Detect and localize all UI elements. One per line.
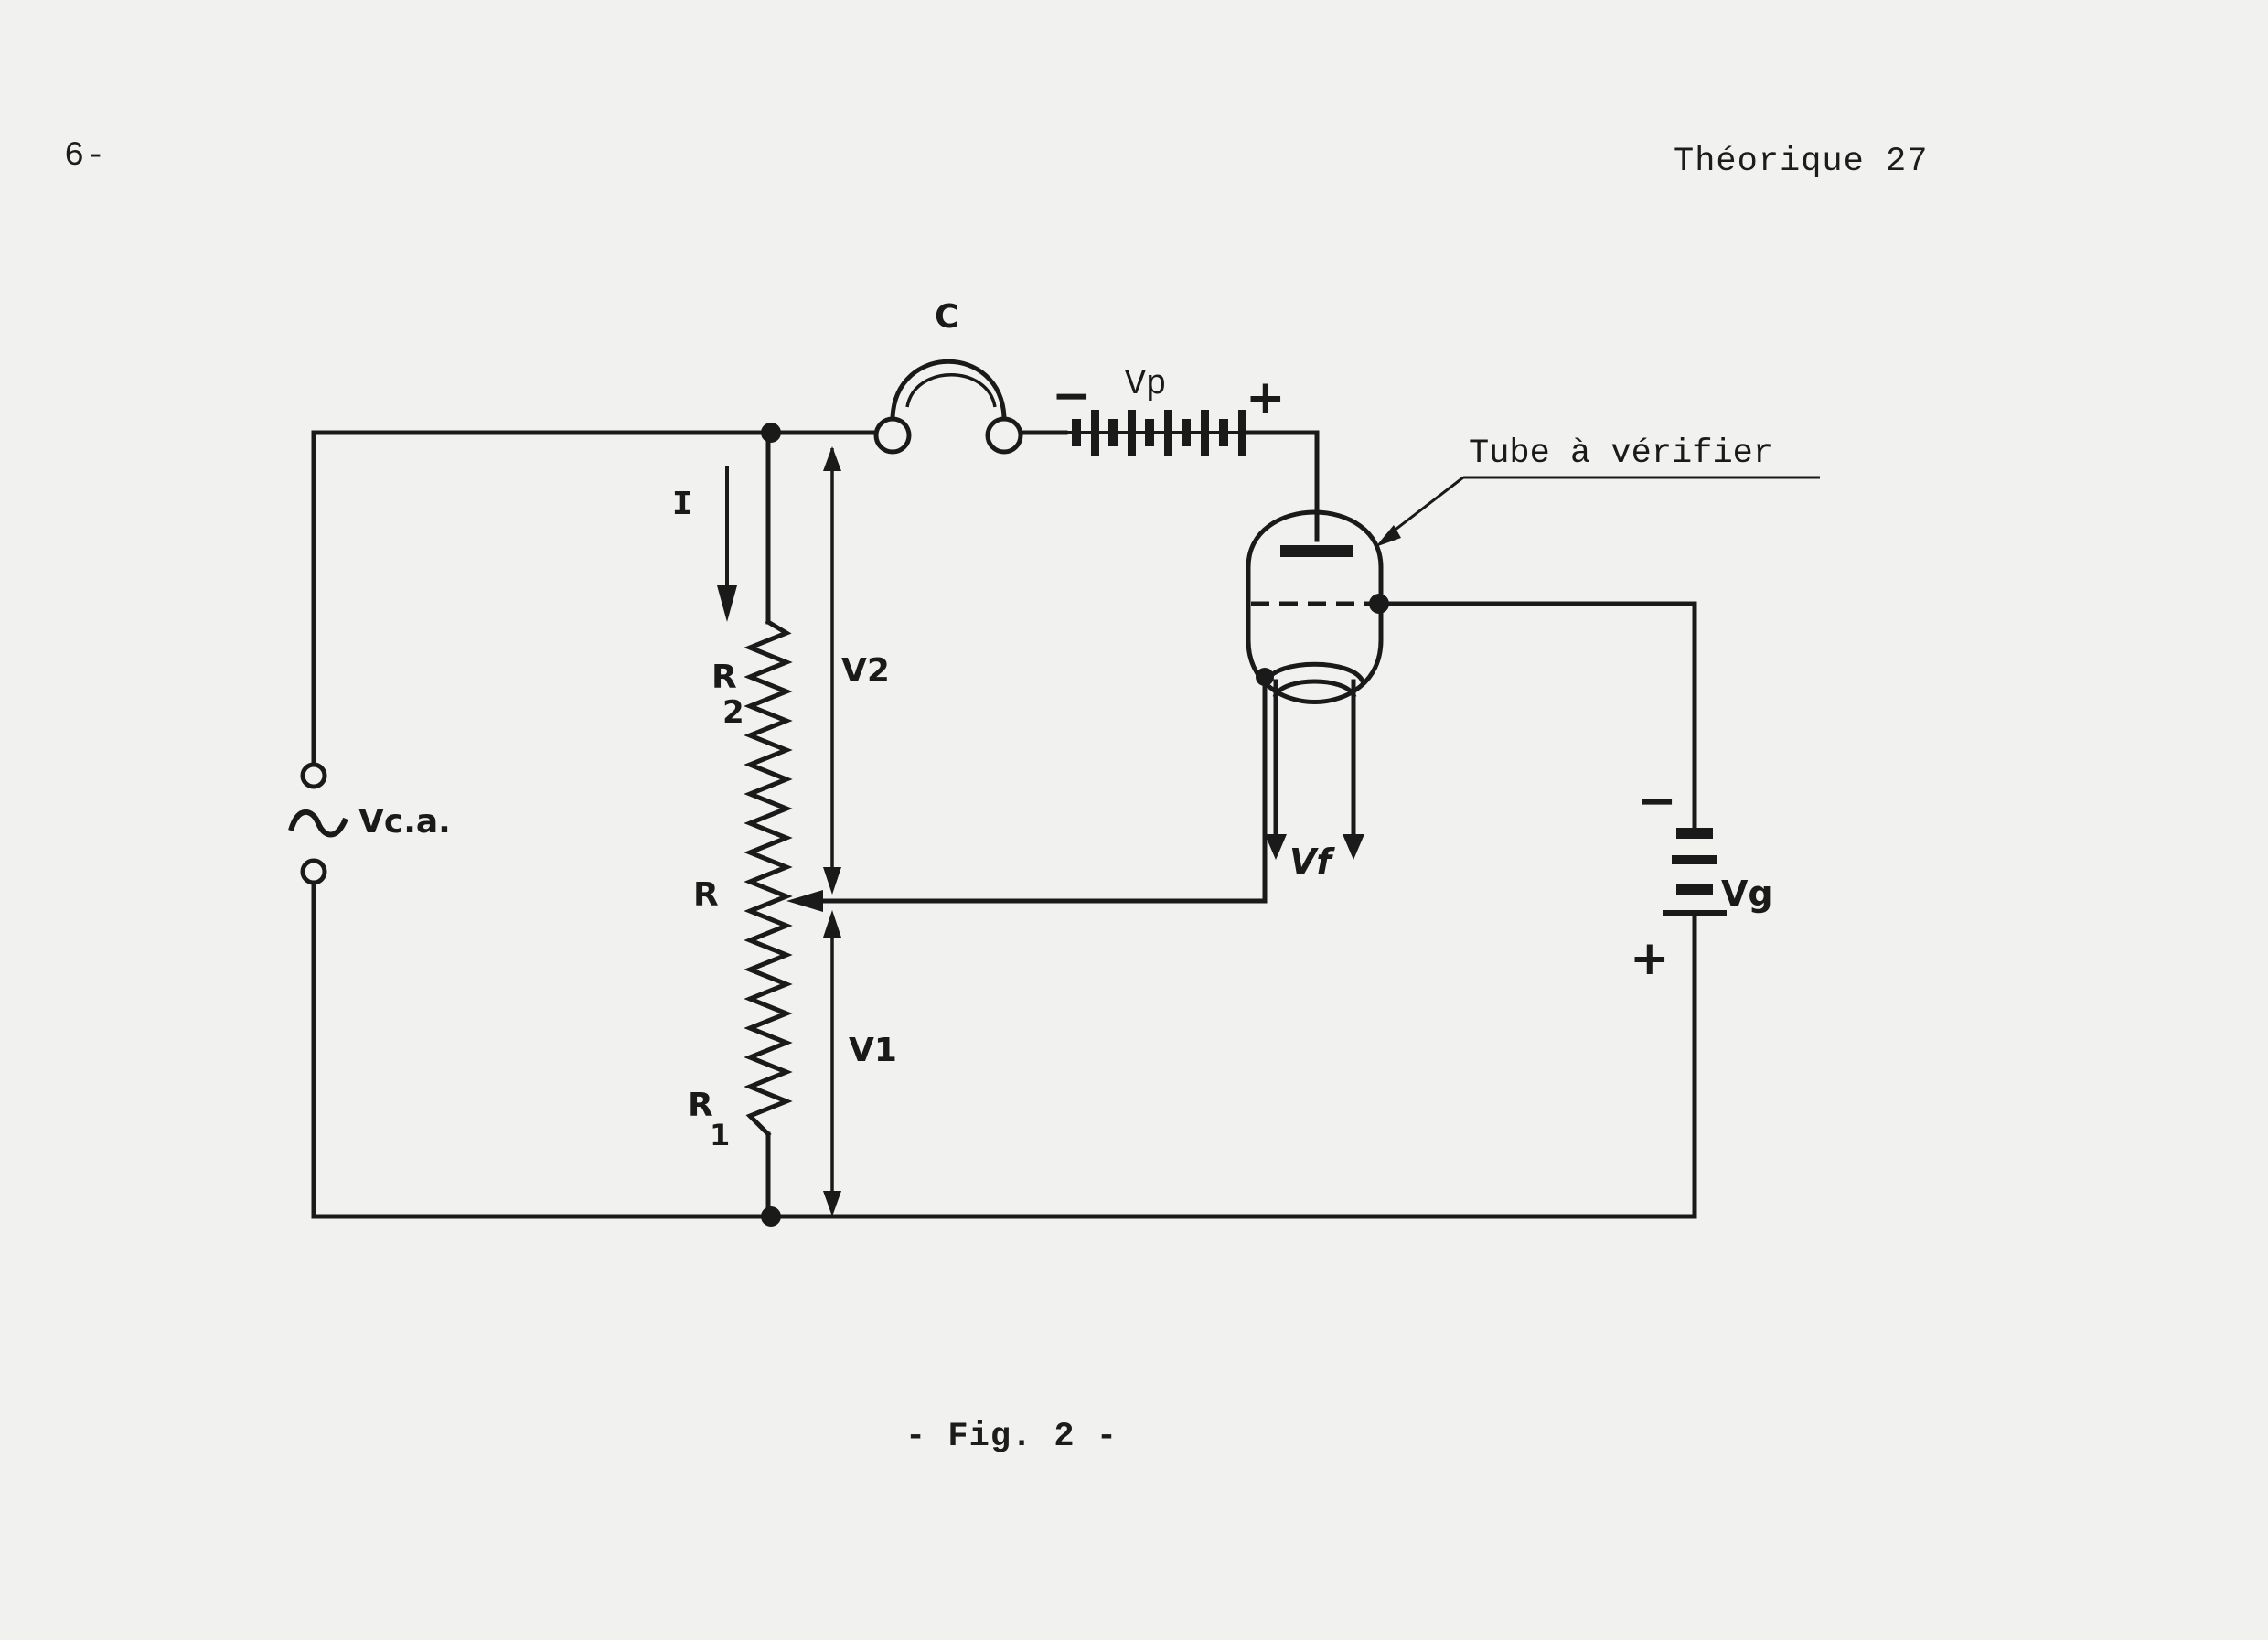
tube-label-leader xyxy=(1387,476,1464,537)
plate-plus-label: + xyxy=(1246,370,1286,425)
ac-source-icon xyxy=(288,762,348,885)
v2-label: V2 xyxy=(841,652,890,690)
wiper-arrowhead xyxy=(786,890,823,912)
capacitor-label: C xyxy=(935,298,958,336)
junction-dot-bottom xyxy=(761,1206,781,1227)
plate-minus-label: − xyxy=(1052,369,1092,423)
figure-caption: - Fig. 2 - xyxy=(905,1418,1118,1456)
v1-label: V1 xyxy=(849,1032,897,1069)
current-label: I xyxy=(672,486,693,525)
capacitor-socket xyxy=(873,359,1023,455)
filament-label: Vf xyxy=(1289,841,1335,882)
wiper-label: R xyxy=(693,876,719,914)
page-number: 6- xyxy=(64,137,107,176)
right-wire-upper xyxy=(1376,601,1697,831)
junction-dot-top xyxy=(761,423,781,443)
plate-supply-label: Vp xyxy=(1125,365,1167,404)
ac-source-label: Vc.a. xyxy=(358,803,451,841)
grid-battery-icon xyxy=(1663,828,1727,916)
r1-label: R xyxy=(688,1087,713,1124)
wiper-to-cathode-wire xyxy=(820,674,1268,904)
grid-plus-label: + xyxy=(1630,931,1670,986)
current-arrowhead xyxy=(717,585,737,622)
battery-to-plate-wire xyxy=(1241,430,1320,542)
battery-icon xyxy=(1065,410,1246,456)
vacuum-tube-icon xyxy=(1246,509,1389,860)
r2-subscript: 2 xyxy=(722,694,744,731)
tube-label: Tube à vérifier xyxy=(1469,434,1773,473)
wires xyxy=(311,430,1697,1219)
grid-minus-label: − xyxy=(1637,774,1677,829)
r1-subscript: 1 xyxy=(710,1118,730,1152)
grid-supply-label: Vg xyxy=(1721,874,1773,914)
tube-leader-arrowhead xyxy=(1375,525,1401,547)
r2-label: R xyxy=(711,659,737,696)
running-header: Théorique 27 xyxy=(1674,143,1929,181)
resistor-icon xyxy=(744,618,793,1138)
